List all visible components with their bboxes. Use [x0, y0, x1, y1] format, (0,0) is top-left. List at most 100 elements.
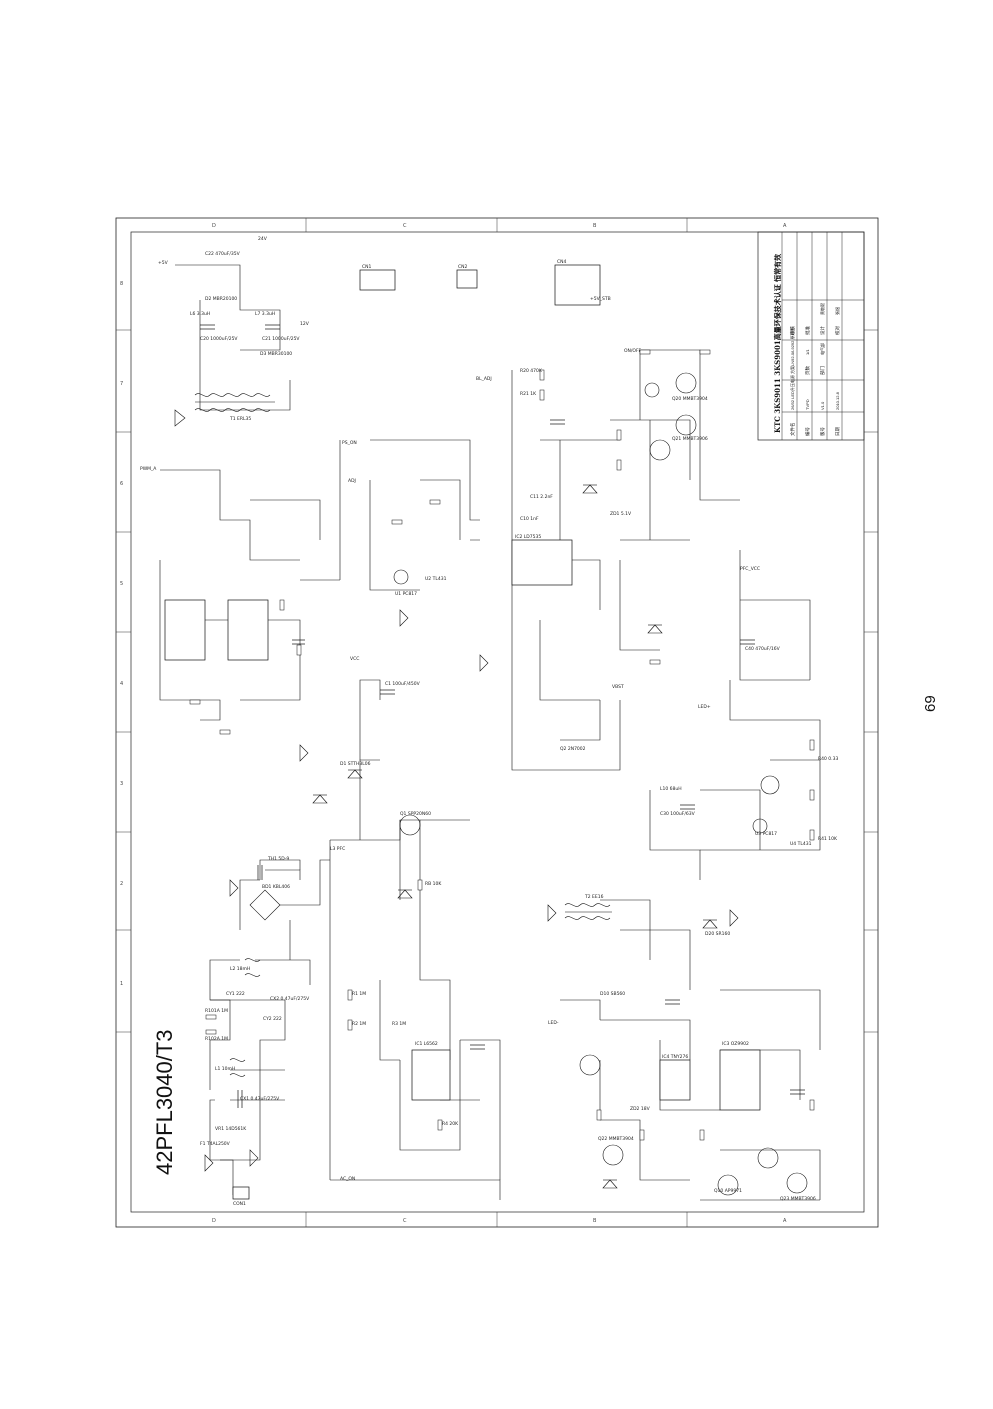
- comp-label: U3 PC817: [755, 831, 777, 837]
- comp-label: Q22 MMBT3904: [598, 1136, 634, 1142]
- tb-value: 張煜: [835, 307, 840, 315]
- zone-top-c: C: [403, 223, 407, 229]
- connector-cn4: [554, 264, 601, 306]
- comp-label: R1 1M: [352, 991, 366, 997]
- title-block: [757, 231, 865, 441]
- comp-label: R3 1M: [392, 1021, 406, 1027]
- tb-label: 批准: [805, 326, 810, 335]
- zone-top-d: D: [212, 223, 216, 229]
- ic-pfc: [411, 1049, 451, 1101]
- comp-label: R21 1K: [520, 391, 537, 397]
- zone-top-a: A: [783, 223, 787, 229]
- ic-packages: [164, 264, 761, 1200]
- comp-label: IC3 OZ9902: [722, 1041, 749, 1047]
- net-label: ON/OFF: [624, 348, 642, 354]
- net-labels: +5V 12V 24V PS_ON PWM_A ADJ BL_ADJ ON/OF…: [140, 236, 760, 1182]
- zone-ticks: [116, 218, 878, 1227]
- zone-labels: D C B A D C B A 8 7 6 5 4 3 2 1: [120, 223, 787, 1224]
- title-block-title: KTC 3KS9011 3KS9001高量环保技术认证 恒常有效: [773, 253, 782, 433]
- comp-label: ZD2 18V: [630, 1106, 651, 1112]
- page-number: 69: [922, 695, 939, 712]
- comp-label: VR1 14D561K: [215, 1126, 247, 1132]
- tb-label: 校对: [835, 326, 840, 335]
- comp-label: CY1 222: [226, 991, 245, 997]
- net-label: 24V: [258, 236, 268, 242]
- comp-label: Q20 MMBT3904: [672, 396, 708, 402]
- comp-label: C30 100uF/63V: [660, 811, 696, 817]
- tb-label: 设计: [820, 326, 825, 335]
- connector-cn2: [456, 269, 478, 289]
- comp-label: Q1 SPP20N60: [400, 811, 431, 817]
- comp-label: C11 2.2nF: [530, 494, 553, 500]
- net-label: VCC: [350, 656, 359, 662]
- model-number: 42PFL3040/T3: [152, 1029, 177, 1175]
- comp-label: TH1 5D-9: [267, 856, 289, 862]
- comp-label: CX2 0.47uF/275V: [270, 996, 310, 1002]
- zone-bottom-c: C: [403, 1218, 407, 1224]
- comp-label: ZD1 5.1V: [610, 511, 632, 517]
- ic-u1: [164, 599, 206, 661]
- net-label: PWM_A: [140, 466, 157, 472]
- comp-label: D2 MBR20100: [205, 296, 237, 302]
- tb-label: 部门: [820, 366, 825, 375]
- net-label: +5V: [158, 260, 169, 266]
- comp-label: T1 ERL35: [229, 416, 251, 422]
- net-label: VBST: [612, 684, 624, 690]
- outer-frame: [115, 217, 879, 1228]
- comp-label: T2 EE16: [584, 894, 604, 900]
- comp-label: C22 470uF/35V: [205, 251, 241, 257]
- component-labels: F1 T4AL250V VR1 14D561K CX1 0.47uF/275V …: [190, 251, 838, 1202]
- comp-label: L3 PFC: [330, 846, 345, 852]
- comp-label: C1 100uF/450V: [385, 681, 421, 687]
- tb-value: TVPD: [805, 399, 810, 410]
- tb-value: 黄敬毅: [820, 303, 825, 315]
- comp-label: L1 10mH: [215, 1066, 235, 1072]
- net-label: LED-: [548, 1020, 559, 1026]
- ic-led-driver: [719, 1049, 761, 1111]
- zone-side-2: 2: [120, 881, 123, 887]
- comp-label: C10 1nF: [520, 516, 539, 522]
- comp-label: L7 3.3uH: [255, 311, 275, 317]
- net-label: PFC_VCC: [740, 566, 760, 572]
- tb-label: 编号: [805, 427, 810, 436]
- comp-label: C40 470uF/16V: [745, 646, 781, 652]
- label-cn2: CN2: [458, 264, 468, 270]
- ic-standby: [659, 1059, 691, 1101]
- comp-label: IC2 LD7535: [515, 534, 541, 540]
- zone-bottom-b: B: [593, 1218, 597, 1224]
- comp-label: Q10 AP9971: [714, 1188, 742, 1194]
- tb-value: 2010.12.8: [835, 392, 840, 410]
- net-label: PS_ON: [342, 440, 357, 446]
- label-cn1: CN1: [362, 264, 372, 270]
- inner-frame: [130, 231, 865, 1213]
- comp-label: D20 SR160: [705, 931, 730, 937]
- comp-label: L10 68uH: [660, 786, 682, 792]
- comp-label: F1 T4AL250V: [200, 1141, 231, 1147]
- comp-label: L6 3.3uH: [190, 311, 210, 317]
- comp-label: U2 TL431: [425, 576, 447, 582]
- tb-value: 26/32 LED升压电源 方案LN92-0/L9292 原理图: [790, 327, 795, 410]
- net-label: +5V_STB: [590, 296, 611, 302]
- comp-label: R41 10K: [818, 836, 838, 842]
- comp-label: R102A 1M: [205, 1036, 228, 1042]
- tb-label: 页数: [805, 366, 810, 375]
- tb-label: 日期: [835, 427, 840, 436]
- zone-side-4: 4: [120, 681, 123, 687]
- comp-label: RB 10K: [425, 881, 442, 887]
- transistors: [393, 372, 808, 1196]
- zone-bottom-d: D: [212, 1218, 216, 1224]
- ground-symbols: [174, 409, 739, 1172]
- comp-label: U1 PC817: [395, 591, 417, 597]
- comp-label: BD1 KBL406: [262, 884, 290, 890]
- comp-label: R4 20K: [442, 1121, 459, 1127]
- zone-side-8: 8: [120, 281, 123, 287]
- comp-label: D3 MBR30100: [260, 351, 292, 357]
- zone-top-b: B: [593, 223, 597, 229]
- comp-label: C21 1000uF/25V: [262, 336, 300, 342]
- ic-u2: [227, 599, 269, 661]
- net-label: 12V: [300, 321, 310, 327]
- zone-side-6: 6: [120, 481, 123, 487]
- net-label: BL_ADJ: [476, 376, 492, 382]
- tb-label: 版号: [820, 427, 825, 436]
